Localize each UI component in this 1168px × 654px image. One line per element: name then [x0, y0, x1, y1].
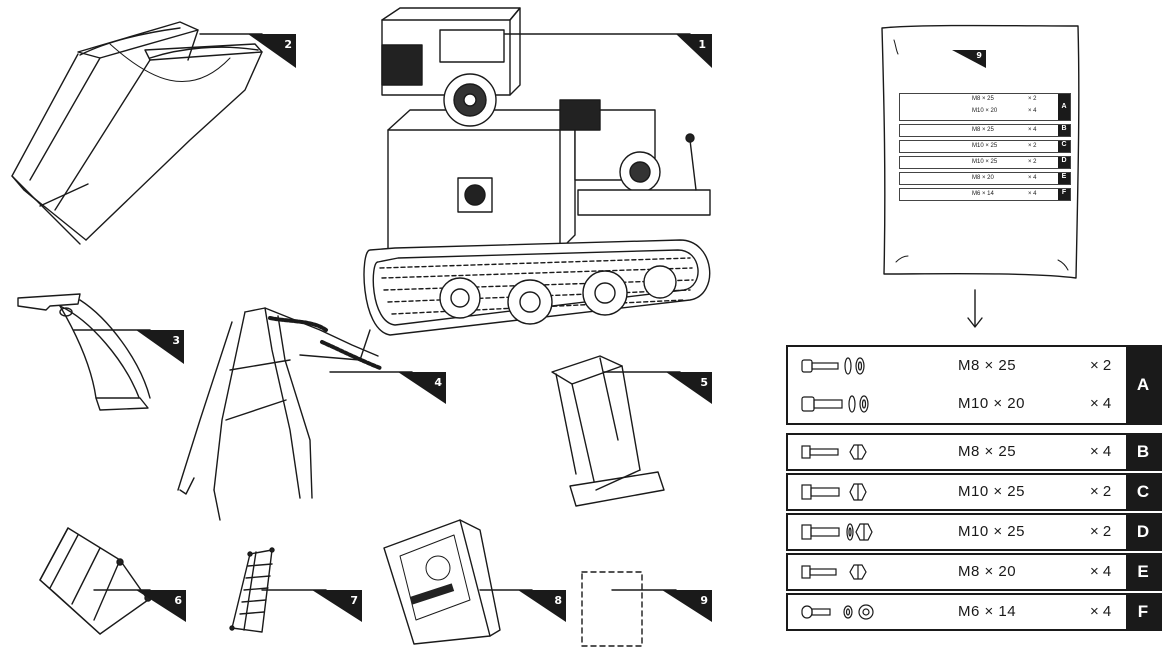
- callout-6: [93, 589, 186, 622]
- chute-drawing: [17, 293, 151, 411]
- callout-1: [504, 33, 712, 68]
- bolt-nut-icon: [801, 564, 867, 580]
- group-letter-f: F: [1126, 595, 1160, 629]
- hardware-bag-placeholder: [581, 571, 643, 647]
- callout-8-number: 8: [554, 594, 562, 607]
- callout-9-number: 9: [700, 594, 708, 607]
- arrow-down: [967, 289, 983, 328]
- callout-8: [479, 589, 566, 622]
- callout-4-number: 4: [434, 376, 442, 389]
- bolt-washer-nut-icon: [801, 523, 873, 541]
- bolt-nut-icon: [801, 483, 867, 501]
- bolt-nut-icon: [801, 444, 867, 460]
- bolt-nut-washer-icon: [801, 604, 874, 620]
- hardware-row: M10 × 25 × 2: [788, 475, 1160, 509]
- manual-drawing: [383, 519, 501, 645]
- hardware-row: M6 × 14 × 4: [788, 595, 1160, 629]
- handlebar-drawing: [177, 307, 382, 521]
- hardware-row: M8 × 25 × 2: [788, 347, 1160, 385]
- group-letter-e: E: [1126, 555, 1160, 589]
- hardware-row: M10 × 20 × 4: [788, 385, 1160, 423]
- callout-1-number: 1: [698, 38, 706, 51]
- group-letter-d: D: [1126, 515, 1160, 549]
- callout-3: [73, 329, 184, 364]
- hopper-drawing: [11, 21, 263, 245]
- callout-2: [199, 33, 296, 68]
- hardware-group-b: M8 × 25 × 4 B: [786, 433, 1162, 471]
- callout-3-number: 3: [172, 334, 180, 347]
- hardware-group-a: M8 × 25 × 2 M10 × 20 × 4 A: [786, 345, 1162, 425]
- hardware-group-d: M10 × 25 × 2 D: [786, 513, 1162, 551]
- hardware-group-f: M6 × 14 × 4 F: [786, 593, 1162, 631]
- bolt-washer-washer-icon: [801, 357, 865, 375]
- callout-2-number: 2: [284, 38, 292, 51]
- hardware-group-e: M8 × 20 × 4 E: [786, 553, 1162, 591]
- group-letter-b: B: [1126, 435, 1160, 469]
- bag-row-a: M8 × 25× 2 M10 × 20× 4 A: [899, 93, 1071, 121]
- funnel-drawing: [551, 355, 665, 507]
- hardware-row: M10 × 25 × 2: [788, 515, 1160, 549]
- callout-4: [329, 371, 446, 404]
- callout-5: [603, 371, 712, 404]
- bolt-washer-washer-icon: [801, 395, 869, 413]
- callout-7-number: 7: [350, 594, 358, 607]
- callout-7: [261, 589, 362, 622]
- callout-5-number: 5: [700, 376, 708, 389]
- hardware-row: M8 × 25 × 4: [788, 435, 1160, 469]
- callout-6-number: 6: [174, 594, 182, 607]
- feed-chute-drawing: [39, 527, 152, 635]
- hardware-row: M8 × 20 × 4: [788, 555, 1160, 589]
- group-letter-a: A: [1126, 347, 1160, 423]
- group-letter-c: C: [1126, 475, 1160, 509]
- grate-drawing: [229, 547, 275, 633]
- machine-drawing: [363, 7, 711, 336]
- bag-label-number: 9: [976, 51, 982, 60]
- hardware-group-c: M10 × 25 × 2 C: [786, 473, 1162, 511]
- callout-9: [611, 589, 712, 622]
